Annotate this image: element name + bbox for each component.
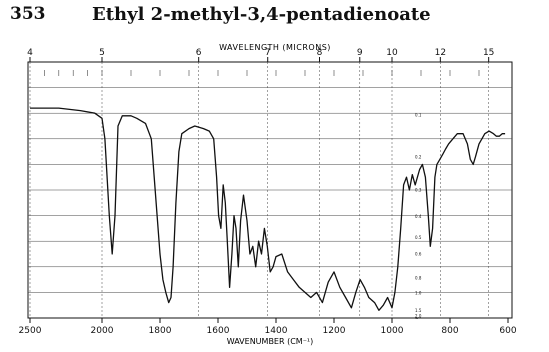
absorbance-scale-label: 0.8 [415, 275, 422, 280]
wavelength-tick-label: 15 [483, 48, 494, 58]
wavenumber-tick-label: 1600 [207, 326, 230, 336]
wavenumber-tick-label: 2500 [19, 326, 42, 336]
wavenumber-tick-label: 800 [441, 326, 458, 336]
wavelength-axis: 4 5 6 7 8 9 10 12 15 [27, 48, 494, 62]
wavelength-tick-label: 8 [317, 48, 323, 58]
spectrum-trace-group [30, 107, 506, 311]
wavenumber-tick-label: 1400 [265, 326, 288, 336]
spectrum-number: 353 [10, 4, 46, 24]
wavenumber-axis-label: WAVENUMBER (CM⁻¹) [227, 337, 314, 346]
wavenumber-tick-label: 1200 [323, 326, 346, 336]
wavelength-tick-label: 5 [99, 48, 105, 58]
spectrum-trace [30, 107, 506, 311]
wavenumber-tick-label: 600 [499, 326, 516, 336]
wavelength-tick-label: 10 [386, 48, 398, 58]
wavelength-axis-label: WAVELENGTH (MICRONS) [219, 43, 331, 52]
absorbance-scale-label: 0.4 [415, 214, 422, 219]
absorbance-scale-label: 0.3 [415, 188, 422, 193]
wavenumber-tick-label: 1800 [149, 326, 172, 336]
absorbance-scale: 0.1 0.2 0.3 0.4 0.5 0.6 0.8 1.0 1.52.0∞ [415, 113, 422, 321]
absorbance-scale-label: 1.0 [415, 290, 422, 295]
wavenumber-tick-label: 2000 [91, 326, 114, 336]
absorbance-scale-label: 2.0 [415, 313, 422, 318]
chart-grid [28, 62, 512, 318]
absorbance-scale-label: ∞ [415, 316, 418, 321]
wavelength-tick-label: 12 [435, 48, 446, 58]
wavenumber-axis: 2500 2000 1800 1600 1400 1200 1000 800 600 [19, 318, 517, 336]
absorbance-scale-label: 0.1 [415, 113, 422, 118]
absorbance-scale-label: 0.5 [415, 235, 422, 240]
wavenumber-tick-label: 1000 [381, 326, 404, 336]
absorbance-scale-label: 0.2 [415, 154, 422, 159]
compound-title: Ethyl 2-methyl-3,4-pentadienoate [92, 4, 431, 25]
absorbance-scale-label: 1.5 [415, 308, 422, 313]
wavelength-tick-label: 4 [27, 48, 33, 58]
wavelength-tick-label: 7 [265, 48, 271, 58]
absorbance-scale-label: 0.6 [415, 252, 422, 257]
wavelength-tick-label: 9 [357, 48, 363, 58]
wavelength-tick-label: 6 [196, 48, 202, 58]
